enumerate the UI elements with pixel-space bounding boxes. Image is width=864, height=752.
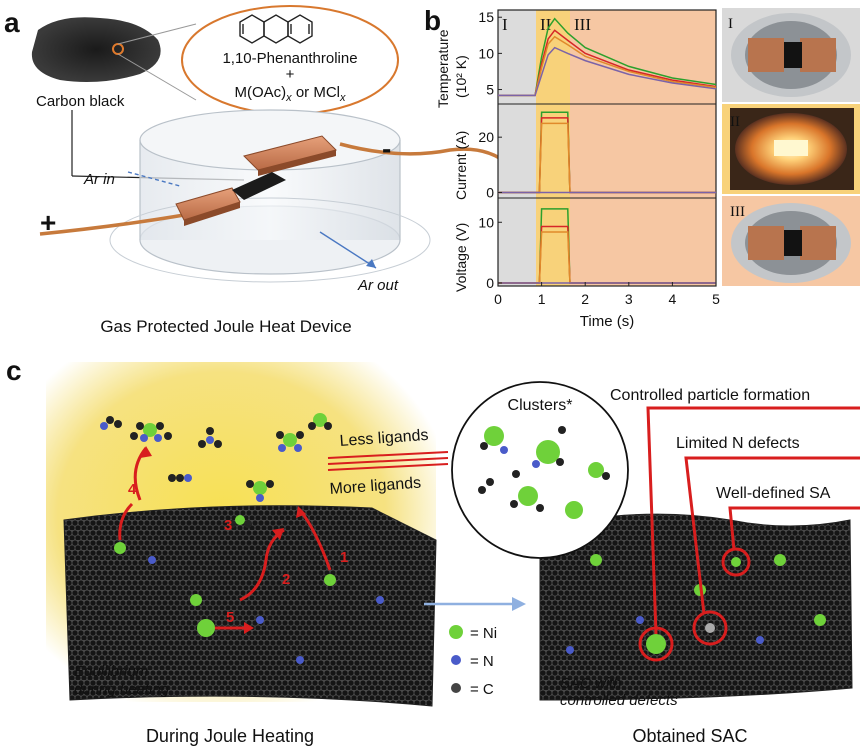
equilibrium-label-1: Equilibrium [74, 663, 148, 680]
transition-arrow [424, 597, 526, 611]
limited-n-label: Limited N defects [676, 435, 800, 452]
carbon-black-label: Carbon black [36, 93, 125, 110]
x-tick-label: 1 [538, 291, 546, 307]
step-number-5: 5 [226, 609, 234, 626]
voltage-y-tick-label: 0 [486, 275, 494, 291]
photo-label-II: II [730, 114, 740, 130]
molecule-name: 1,10-Phenanthroline [222, 50, 357, 67]
legend-ni-label: = Ni [470, 625, 497, 642]
controlled-particle-label: Controlled particle formation [610, 387, 810, 404]
atom-legend: = Ni = N = C [449, 625, 497, 698]
current-y-tick-label: 20 [478, 129, 494, 145]
stage-III-shading [570, 10, 716, 286]
caption-left: During Joule Heating [146, 726, 314, 746]
joule-heat-device [40, 110, 512, 282]
x-tick-label: 3 [625, 291, 633, 307]
step-number-2: 2 [282, 571, 290, 588]
stage-I-shading [498, 10, 536, 286]
stage-photo-III: III [722, 196, 860, 286]
current-y-tick-label: 0 [486, 184, 494, 200]
temperature-y-tick-label: 15 [478, 9, 494, 25]
panel-a-caption: Gas Protected Joule Heat Device [100, 317, 351, 336]
legend-c-label: = C [470, 681, 494, 698]
legend-n-swatch [451, 655, 461, 665]
electrode-minus-label: - [382, 133, 391, 164]
well-defined-label: Well-defined SA [716, 485, 831, 502]
panel-c: c [6, 355, 860, 746]
ar-in-label: Ar in [83, 171, 115, 188]
y-label-voltage: Voltage (V) [453, 223, 469, 292]
legend-n-label: = N [470, 653, 494, 670]
temperature-y-tick-label: 10 [478, 45, 494, 61]
legend-ni-swatch [449, 625, 463, 639]
carbon-black-powder [32, 17, 161, 82]
clusters-label: Clusters* [508, 397, 573, 414]
sac-label-1: SAC with [560, 675, 622, 692]
stage-label-I: I [502, 15, 508, 34]
step-number-1: 1 [340, 549, 348, 566]
sac-label-2: controlled defects [560, 692, 678, 709]
y-label-temperature: Temperature [435, 29, 451, 108]
ar-out-label: Ar out [357, 277, 399, 294]
electrode-plus-label: + [40, 207, 56, 238]
equilibrium-label-2: during heating [74, 681, 170, 698]
x-tick-label: 5 [712, 291, 720, 307]
legend-c-swatch [451, 683, 461, 693]
step-number-3: 3 [224, 517, 232, 534]
photo-label-I: I [728, 16, 733, 32]
panel-a-letter: a [4, 7, 20, 38]
photo-label-III: III [730, 204, 745, 220]
x-tick-label: 4 [669, 291, 677, 307]
panel-c-letter: c [6, 355, 22, 386]
stage-photo-II: II [722, 104, 860, 194]
x-tick-label: 2 [581, 291, 589, 307]
y-label-current: Current (A) [453, 131, 469, 200]
x-label-time: Time (s) [580, 313, 634, 330]
voltage-y-tick-label: 10 [478, 214, 494, 230]
step-number-4: 4 [128, 481, 137, 498]
stage-label-III: III [574, 15, 591, 34]
molecule-plus: + [286, 66, 295, 83]
x-tick-label: 0 [494, 291, 502, 307]
temperature-y-tick-label: 5 [486, 82, 494, 98]
caption-right: Obtained SAC [632, 726, 747, 746]
stage-photo-I: I [722, 8, 860, 102]
y-label-temperature-unit: (10² K) [453, 55, 469, 98]
